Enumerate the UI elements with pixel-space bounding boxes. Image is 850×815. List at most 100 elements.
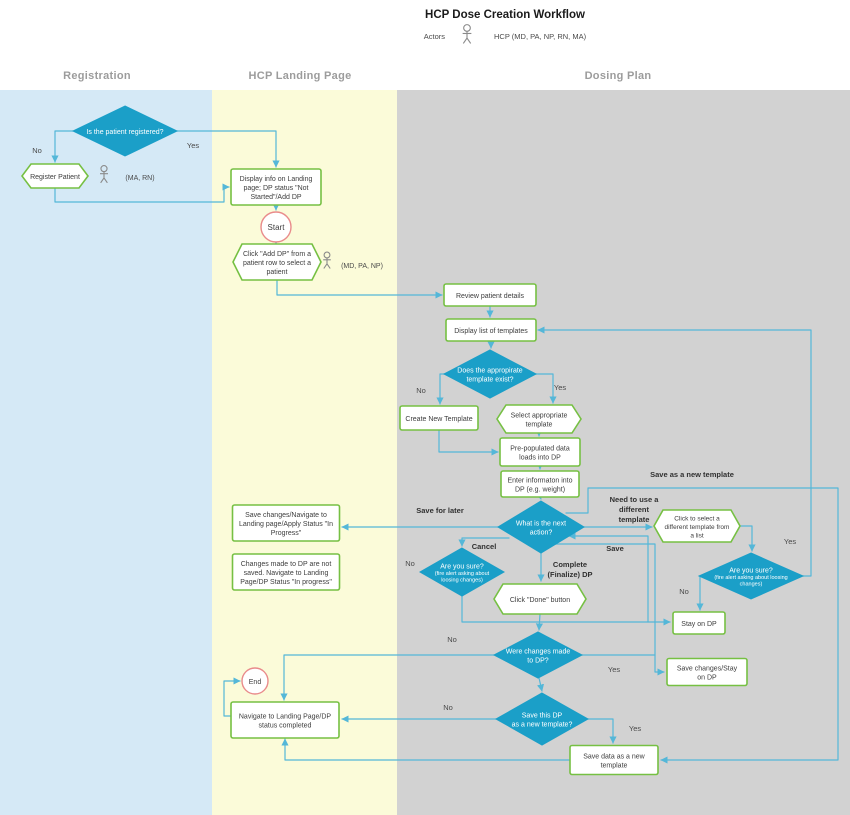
node-label-click-done: Click "Done" button <box>510 597 570 604</box>
edge-label-yes-sure-template: Yes <box>784 537 796 546</box>
node-register-patient <box>21 163 89 189</box>
lane-registration <box>0 90 212 815</box>
node-create-new-template <box>399 405 479 431</box>
edge-label-actor-md-pa-np: (MD, PA, NP) <box>341 263 383 270</box>
edge-label-no-changes: No <box>447 635 457 644</box>
node-changes-not-saved <box>231 553 341 591</box>
node-label-template-are-you-sure-decision: Are you sure?(fire alert asking about lo… <box>714 568 787 588</box>
node-pre-populated-data <box>499 437 581 467</box>
node-label-create-new-template: Create New Template <box>405 416 472 423</box>
connector-18 <box>739 525 756 552</box>
page-title: HCP Dose Creation Workflow <box>425 9 585 21</box>
edge-label-yes-changes: Yes <box>608 665 620 674</box>
connector-13 <box>438 429 499 456</box>
node-click-add-dp <box>232 243 322 281</box>
node-click-select-different-template <box>653 509 741 543</box>
connector-2 <box>54 183 230 203</box>
lane-title-dosing-plan: Dosing Plan <box>584 70 652 82</box>
edge-label-yes-template: Yes <box>554 383 566 392</box>
edge-label-save-as-new-template: Save as a new template <box>650 470 734 479</box>
connector-22 <box>568 532 649 623</box>
actors-label: Actors <box>423 32 445 41</box>
connector-27 <box>280 654 495 701</box>
edge-label-save-for-later: Save for later <box>416 506 464 515</box>
node-label-start: Start <box>268 223 286 232</box>
connector-9 <box>532 373 557 404</box>
lane-hcp-landing-page <box>212 90 397 815</box>
node-click-done <box>493 583 587 615</box>
connector-23 <box>553 543 665 676</box>
edge-label-actor-ma-rn: (MA, RN) <box>125 175 154 182</box>
edge-label-complete-finalize-dp: Complete(Finalize) DP <box>547 560 592 579</box>
actor-register-figure <box>100 165 108 184</box>
actor-add-dp-figure <box>323 251 331 269</box>
node-label-review-patient-details: Review patient details <box>456 293 525 300</box>
node-save-changes-stay <box>666 657 748 687</box>
connector-21 <box>461 595 671 626</box>
node-cancel-are-you-sure-decision <box>418 547 506 597</box>
node-save-data-new-template <box>569 744 659 776</box>
node-end <box>241 667 269 695</box>
node-label-end: End <box>249 679 262 686</box>
node-template-exists-decision <box>442 349 538 399</box>
node-save-as-template-decision <box>494 692 590 746</box>
node-stay-on-dp <box>672 611 726 635</box>
connector-31 <box>281 738 571 761</box>
connector-32 <box>223 677 241 717</box>
node-display-info-landing <box>230 168 322 206</box>
node-template-are-you-sure-decision <box>697 552 805 600</box>
connector-19 <box>537 326 812 577</box>
actor-legend-figure <box>462 24 472 44</box>
connector-17 <box>565 487 839 764</box>
node-select-appropriate-template <box>496 404 582 434</box>
connector-26 <box>535 613 544 631</box>
connector-28 <box>537 677 545 692</box>
edge-label-no-register: No <box>32 146 42 155</box>
lane-title-registration: Registration <box>63 70 131 82</box>
connector-15 <box>458 537 510 547</box>
actors-value: HCP (MD, PA, NP, RN, MA) <box>494 32 587 41</box>
node-review-patient-details <box>443 283 537 307</box>
node-enter-information <box>500 470 580 498</box>
node-next-action-decision <box>497 500 585 554</box>
edge-label-cancel: Cancel <box>472 542 497 551</box>
node-display-list-of-templates <box>445 318 537 342</box>
node-start <box>260 211 292 243</box>
node-were-changes-made-decision <box>492 631 584 679</box>
node-label-stay-on-dp: Stay on DP <box>681 621 717 628</box>
edge-label-no-template: No <box>416 386 426 395</box>
node-save-changes-navigate <box>231 504 341 542</box>
node-label-is-patient-registered-decision: Is the patient registered? <box>86 129 163 136</box>
node-navigate-landing-completed <box>230 701 340 739</box>
edge-label-no-save-template: No <box>443 703 453 712</box>
lane-title-hcp-landing-page: HCP Landing Page <box>248 70 352 82</box>
edge-label-yes-registered: Yes <box>187 141 199 150</box>
connector-0 <box>51 130 74 163</box>
node-label-display-list-of-templates: Display list of templates <box>454 328 528 335</box>
connector-5 <box>276 279 443 299</box>
edge-label-no-sure-template: No <box>679 587 689 596</box>
node-is-patient-registered-decision <box>71 105 179 157</box>
node-label-register-patient: Register Patient <box>30 174 80 181</box>
edge-label-yes-save-template: Yes <box>629 724 641 733</box>
edge-label-no-cancel: No <box>405 559 415 568</box>
